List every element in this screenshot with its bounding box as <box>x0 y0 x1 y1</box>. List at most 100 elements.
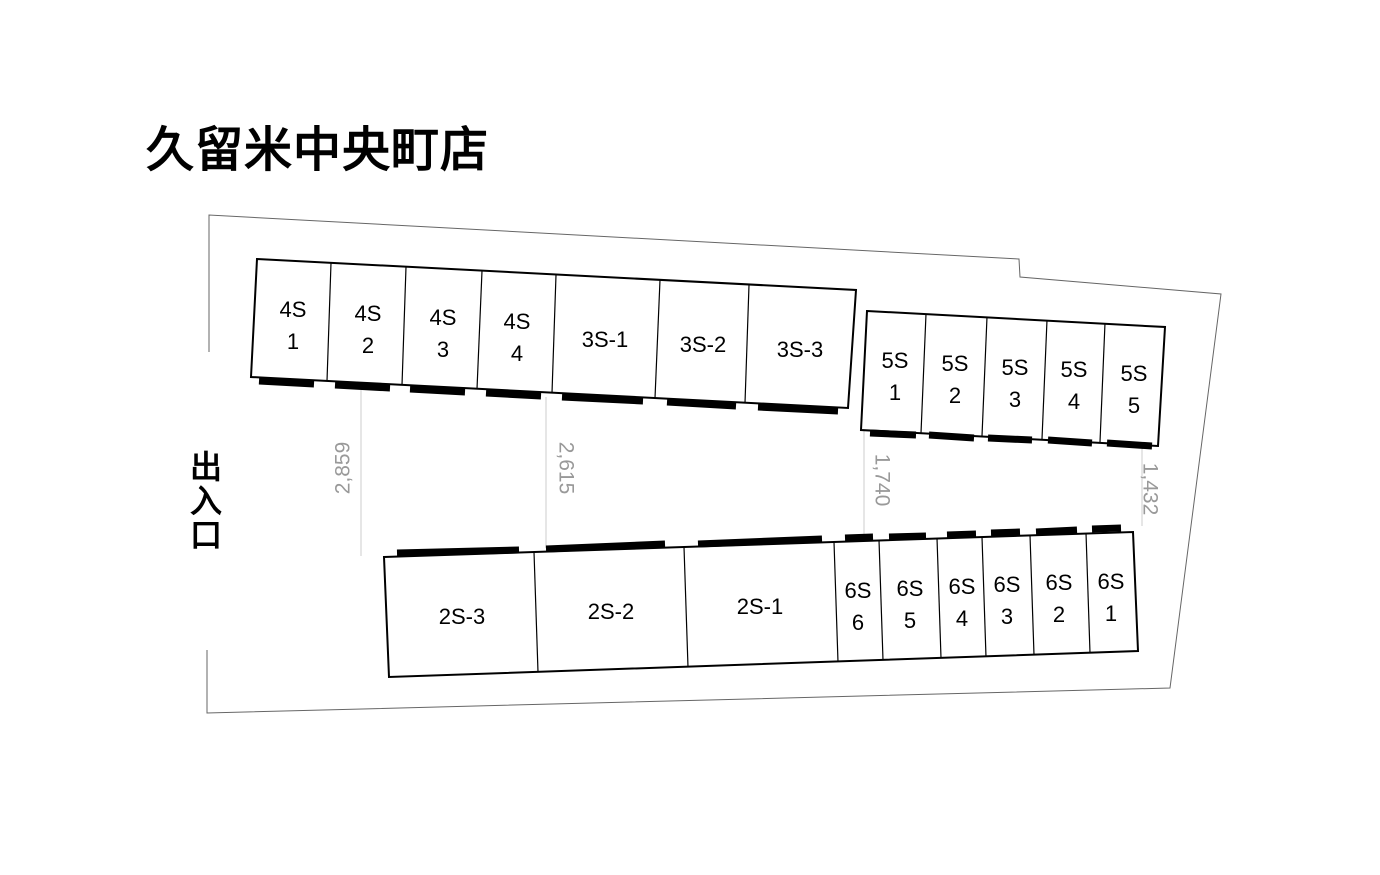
unit-door <box>697 535 823 548</box>
unit-label-line: 2 <box>362 333 374 358</box>
unit-label: 3S-1 <box>582 327 628 352</box>
unit-door <box>1091 524 1122 533</box>
unit-label: 2S-1 <box>737 594 783 619</box>
unit-divider <box>744 284 750 404</box>
unit-label: 2S-2 <box>588 599 634 624</box>
unit-label-line: 5S <box>882 348 909 373</box>
unit-label-line: 4S <box>355 301 382 326</box>
unit-door <box>485 389 542 400</box>
unit-label-line: 4 <box>511 341 523 366</box>
unit-divider <box>1041 319 1048 440</box>
unit-label-line: 2 <box>1053 602 1065 627</box>
unit-label-line: 1 <box>287 329 299 354</box>
unit-label-line: 4S <box>504 309 531 334</box>
unit-label-line: 6S <box>949 574 976 599</box>
unit-door <box>1035 526 1078 536</box>
store-title: 久留米中央町店 <box>146 122 490 178</box>
unit-divider <box>654 279 661 399</box>
unit-label-line: 3 <box>1001 604 1013 629</box>
unit-label-line: 3 <box>1009 387 1021 412</box>
unit-door <box>844 533 874 542</box>
unit-divider <box>981 536 987 658</box>
unit-label-line: 6 <box>852 610 864 635</box>
entrance-char: 口 <box>189 516 222 554</box>
unit-label-line: 5S <box>942 351 969 376</box>
dimension-label: 1,740 <box>871 454 894 507</box>
dimension-label: 2,859 <box>332 442 355 495</box>
unit-door <box>545 540 666 553</box>
unit-divider <box>1099 322 1106 443</box>
unit-label-line: 1 <box>1105 601 1117 626</box>
unit-label: 2S-3 <box>439 604 485 629</box>
unit-label-line: 5S <box>1002 355 1029 380</box>
unit-door <box>561 393 644 405</box>
unit-label: 3S-2 <box>680 332 726 357</box>
unit-divider <box>920 313 927 434</box>
unit-label-line: 4 <box>1068 389 1080 414</box>
unit-door <box>334 381 391 392</box>
unit-door <box>258 377 315 388</box>
unit-door <box>987 434 1033 444</box>
entrance-label: 出 入 口 <box>186 450 226 552</box>
unit-divider <box>1085 532 1091 654</box>
unit-door <box>757 403 839 415</box>
unit-door <box>869 429 917 439</box>
unit-label-line: 3 <box>437 337 449 362</box>
unit-label-line: 1 <box>889 380 901 405</box>
unit-door <box>888 532 927 541</box>
unit-door <box>928 431 975 442</box>
unit-divider <box>476 270 483 390</box>
unit-door <box>946 530 977 539</box>
lot-boundary <box>206 214 1222 714</box>
unit-label-line: 6S <box>1098 569 1125 594</box>
unit-door <box>1047 436 1093 447</box>
unit-divider <box>401 266 407 386</box>
unit-divider <box>551 274 557 394</box>
block-outline <box>859 309 1167 448</box>
unit-label-line: 4S <box>430 305 457 330</box>
unit-divider <box>533 551 539 673</box>
block-outline <box>382 530 1140 679</box>
unit-label-line: 5S <box>1121 361 1148 386</box>
unit-label-line: 4 <box>956 606 968 631</box>
unit-label-line: 6S <box>845 578 872 603</box>
entrance-char: 入 <box>189 482 222 520</box>
unit-label-line: 2 <box>949 383 961 408</box>
unit-label-line: 5 <box>904 608 916 633</box>
unit-label-line: 6S <box>897 576 924 601</box>
unit-divider <box>326 262 332 382</box>
unit-door <box>1106 439 1153 450</box>
unit-label-line: 4S <box>280 297 307 322</box>
unit-divider <box>936 537 942 659</box>
unit-divider <box>981 316 988 437</box>
unit-label-line: 5S <box>1061 357 1088 382</box>
unit-label-line: 6S <box>994 572 1021 597</box>
unit-door <box>409 385 466 396</box>
unit-divider <box>833 541 839 663</box>
unit-label-line: 5 <box>1128 393 1140 418</box>
dimension-label: 2,615 <box>555 442 578 495</box>
unit-door <box>396 546 520 557</box>
unit-divider <box>683 546 689 668</box>
unit-label-line: 6S <box>1046 570 1073 595</box>
unit-label: 3S-3 <box>777 337 823 362</box>
